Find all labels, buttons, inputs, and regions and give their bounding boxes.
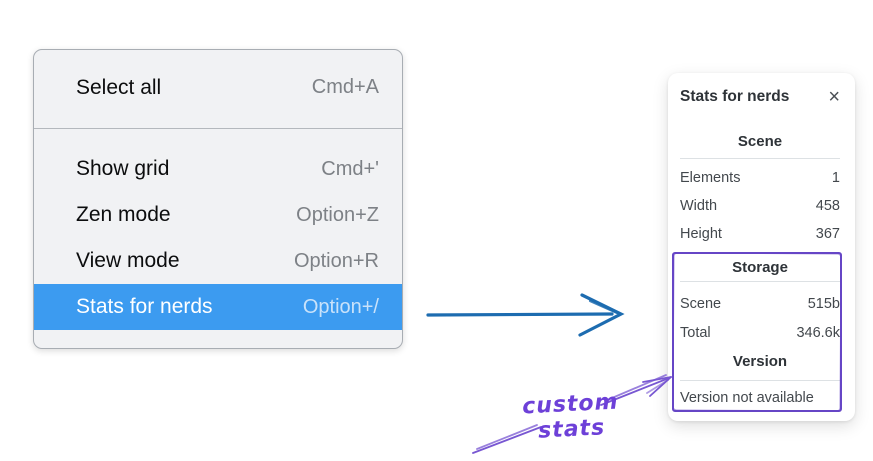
stat-label: Height: [680, 226, 722, 242]
stat-label: Elements: [680, 170, 741, 186]
menu-item-view-mode[interactable]: View mode Option+R: [34, 238, 402, 284]
stat-value: 346.6k: [796, 325, 840, 341]
stat-value: 458: [815, 198, 840, 214]
menu-item-shortcut: Option+Z: [296, 203, 379, 226]
context-menu: Select all Cmd+A Show grid Cmd+' Zen mod…: [33, 49, 403, 349]
menu-item-zen-mode[interactable]: Zen mode Option+Z: [34, 192, 402, 238]
section-divider: [680, 158, 840, 159]
menu-item-shortcut: Cmd+A: [311, 76, 379, 98]
stat-row-width: Width 458: [680, 192, 840, 220]
section-divider: [680, 281, 840, 282]
menu-item-shortcut: Option+R: [293, 249, 379, 272]
scene-stats: Elements 1 Width 458 Height 367: [680, 164, 840, 248]
menu-item-label: View mode: [76, 249, 180, 272]
stats-panel: Stats for nerds × Scene Elements 1 Width…: [668, 73, 855, 421]
menu-item-shortcut: Cmd+': [321, 157, 379, 180]
stat-label: Scene: [680, 296, 722, 312]
annotation-text: custom stats: [521, 389, 620, 444]
section-heading-scene: Scene: [737, 133, 783, 150]
stat-label: Width: [680, 198, 718, 214]
menu-item-stats-for-nerds[interactable]: Stats for nerds Option+/: [34, 284, 402, 330]
stat-label: Total: [680, 325, 711, 341]
menu-item-label: Select all: [76, 75, 162, 99]
menu-item-show-grid[interactable]: Show grid Cmd+': [34, 146, 402, 192]
menu-item-select-all[interactable]: Select all Cmd+A: [34, 65, 402, 110]
stat-row-total-size: Total 346.6k: [680, 319, 840, 348]
stats-panel-title: Stats for nerds: [680, 88, 790, 105]
section-heading-storage: Storage: [732, 259, 788, 276]
menu-item-label: Show grid: [76, 157, 170, 180]
stat-row-height: Height 367: [680, 220, 840, 248]
stat-value: 367: [815, 226, 840, 242]
stat-value: 1: [831, 170, 840, 186]
stat-row-scene-size: Scene 515b: [680, 290, 840, 319]
flow-arrow: [426, 293, 625, 337]
menu-item-shortcut: Option+/: [302, 295, 379, 318]
storage-stats: Scene 515b Total 346.6k: [680, 290, 840, 348]
close-icon[interactable]: ×: [828, 86, 840, 108]
annotation-arrow: [472, 374, 672, 454]
version-note: Version not available: [680, 390, 814, 406]
stat-value: 515b: [807, 296, 840, 312]
stats-panel-header: Stats for nerds ×: [680, 87, 840, 107]
menu-group-view-options: Show grid Cmd+' Zen mode Option+Z View m…: [34, 146, 402, 330]
menu-divider: [34, 128, 402, 129]
menu-item-label: Stats for nerds: [76, 295, 213, 318]
section-divider: [680, 380, 840, 381]
stat-row-elements: Elements 1: [680, 164, 840, 192]
section-heading-version: Version: [732, 353, 788, 370]
menu-item-label: Zen mode: [76, 203, 171, 226]
